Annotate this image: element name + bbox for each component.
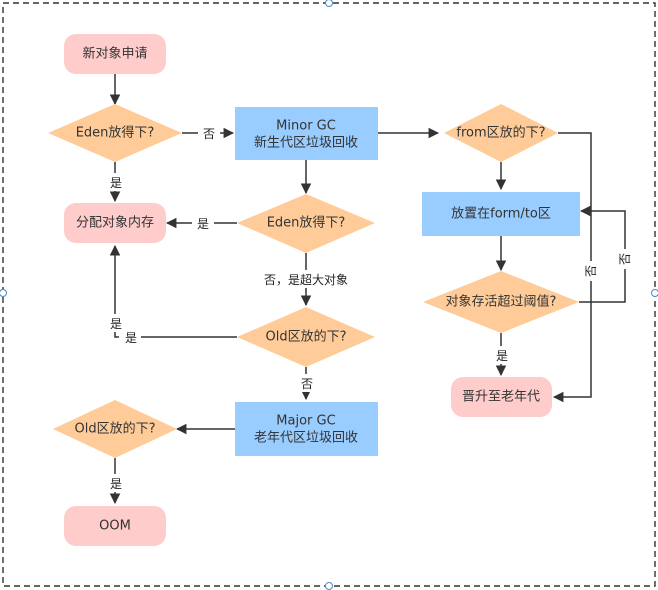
node-new-object-label: 新对象申请 [82,46,147,62]
node-place-from-to-label: 放置在form/to区 [451,207,551,222]
node-from-check-label: from区放的下? [456,125,545,141]
resize-handle-left[interactable] [0,289,7,297]
node-old-check-2[interactable]: Old区放的下? [53,400,177,458]
node-allocate-memory[interactable]: 分配对象内存 [64,203,166,243]
label-eden1-no: 否 [203,127,215,141]
node-old-check-1-label: Old区放的下? [266,329,347,345]
label-eden2-no-large: 否，是超大对象 [264,272,348,287]
label-eden2-yes: 是 [197,217,209,231]
node-eden-check-1[interactable]: Eden放得下? [48,104,182,162]
node-major-gc-subtitle: 老年代区垃圾回收 [254,431,358,446]
label-eden1-yes: 是 [110,176,122,190]
node-minor-gc-subtitle: 新生代区垃圾回收 [254,135,358,151]
node-minor-gc-title: Minor GC [276,119,336,134]
node-oom[interactable]: OOM [64,506,166,546]
label-old1-no: 否 [301,377,313,391]
node-old-check-1[interactable]: Old区放的下? [237,307,375,367]
node-eden-check-2[interactable]: Eden放得下? [237,194,375,253]
node-major-gc[interactable]: Major GC 老年代区垃圾回收 [235,402,378,456]
node-eden-check-2-label: Eden放得下? [267,215,346,231]
label-from-no: 否 [584,265,598,277]
node-oom-label: OOM [99,519,131,534]
label-old2-yes: 是 [110,477,122,491]
edge-labels: 否 是 是 否，是超大对象 是 是 否 是 否 否 是 [104,124,634,492]
node-eden-check-1-label: Eden放得下? [76,125,155,141]
node-from-check[interactable]: from区放的下? [444,104,558,162]
label-old1-yes-right: 是 [125,331,137,345]
node-major-gc-title: Major GC [276,414,335,429]
node-new-object[interactable]: 新对象申请 [64,34,166,74]
node-age-check[interactable]: 对象存活超过阈值? [423,271,579,333]
node-promote-old[interactable]: 晋升至老年代 [451,377,552,417]
label-age-yes: 是 [496,349,508,363]
node-age-check-label: 对象存活超过阈值? [446,294,557,310]
node-minor-gc[interactable]: Minor GC 新生代区垃圾回收 [235,107,378,160]
resize-handle-bottom[interactable] [325,582,333,590]
label-old1-yes-left: 是 [110,317,122,331]
label-age-no: 否 [618,253,632,265]
node-old-check-2-label: Old区放的下? [75,421,156,437]
node-allocate-memory-label: 分配对象内存 [76,215,154,231]
node-promote-old-label: 晋升至老年代 [462,390,540,405]
node-place-from-to[interactable]: 放置在form/to区 [422,192,580,236]
edge-old1-to-allocate [109,244,237,338]
resize-handle-top[interactable] [325,0,333,7]
resize-handle-right[interactable] [651,289,658,297]
